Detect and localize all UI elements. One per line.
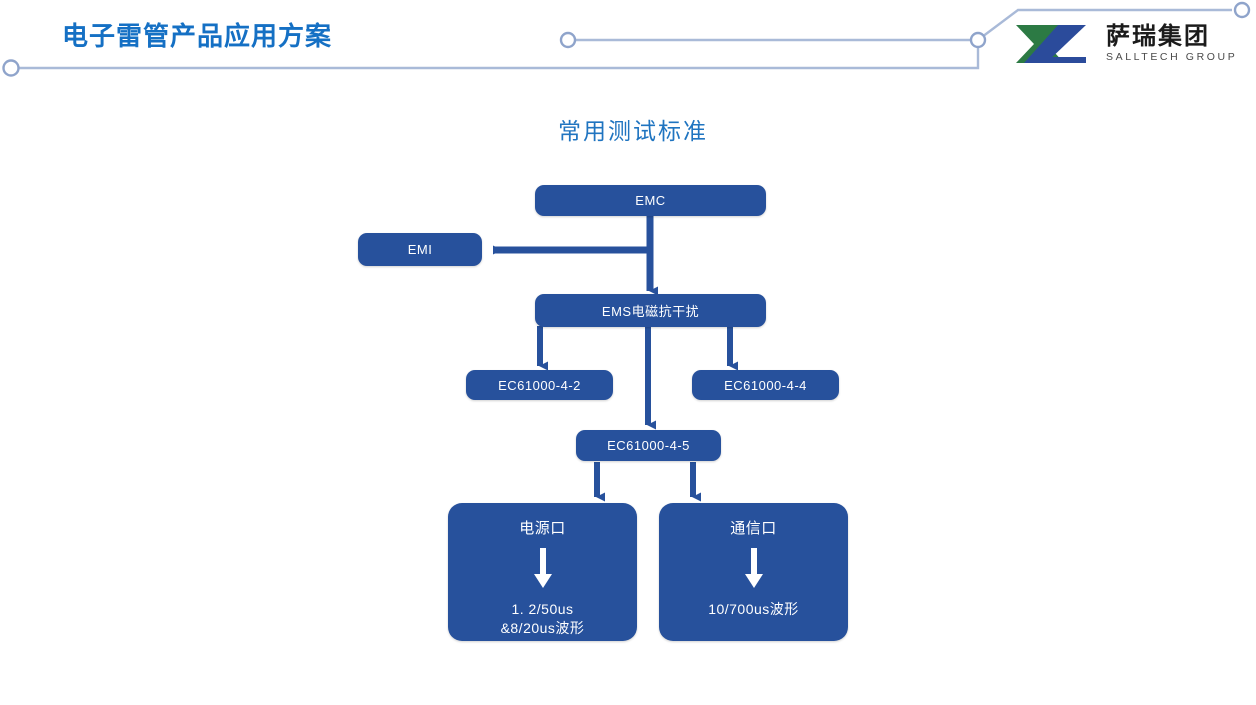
down-arrow-icon	[532, 548, 554, 588]
slide-title: 常用测试标准	[0, 112, 1256, 146]
salltech-logo-mark	[1016, 25, 1086, 63]
logo-name-en: SALLTECH GROUP	[1106, 51, 1238, 64]
node-emi-label: EMI	[407, 242, 433, 257]
node-ems-label: EMS电磁抗干扰	[601, 304, 700, 319]
node-iec61000-4-5[interactable]: EC61000-4-5	[576, 430, 721, 461]
node-power-port-label: 电源口	[519, 520, 566, 537]
node-iec61000-4-4-label: EC61000-4-4	[724, 377, 807, 393]
node-ems[interactable]: EMS电磁抗干扰	[535, 294, 766, 327]
node-power-port[interactable]: 电源口 1. 2/50us &8/20us波形	[448, 503, 637, 641]
logo-name-cn: 萨瑞集团	[1106, 23, 1210, 51]
node-comm-port-label: 通信口	[730, 520, 777, 537]
node-comm-port[interactable]: 通信口 10/700us波形	[659, 503, 848, 641]
node-iec61000-4-2-label: EC61000-4-2	[498, 377, 581, 393]
page-title: 电子雷管产品应用方案	[62, 21, 333, 51]
logo-text-block: 萨瑞集团 SALLTECH GROUP	[1106, 25, 1237, 63]
node-emi[interactable]: EMI	[358, 233, 482, 266]
node-emc[interactable]: EMC	[535, 185, 766, 216]
down-arrow-icon	[743, 548, 765, 588]
node-iec61000-4-2[interactable]: EC61000-4-2	[466, 370, 613, 400]
slide-title-text: 常用测试标准	[558, 118, 708, 144]
company-logo: 萨瑞集团 SALLTECH GROUP	[1012, 20, 1235, 68]
node-emc-label: EMC	[635, 193, 666, 208]
node-iec61000-4-4[interactable]: EC61000-4-4	[692, 370, 839, 400]
node-comm-port-sub: 10/700us波形	[708, 601, 799, 617]
node-power-port-sub: 1. 2/50us &8/20us波形	[500, 601, 585, 636]
node-iec61000-4-5-label: EC61000-4-5	[607, 438, 690, 453]
